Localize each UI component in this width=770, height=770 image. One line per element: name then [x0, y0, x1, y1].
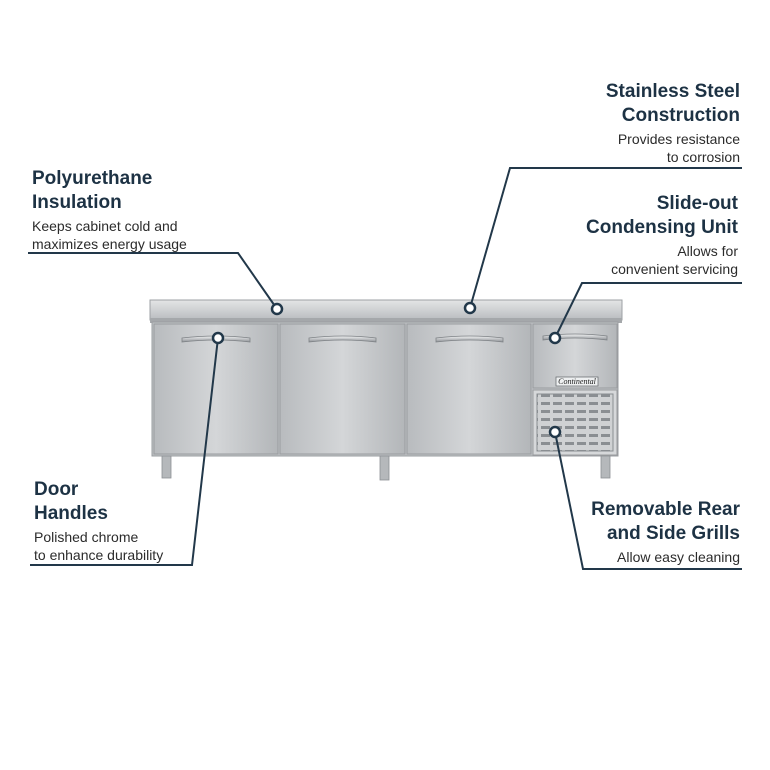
- callout-stainless-steel: Stainless Steel Construction Provides re…: [480, 80, 740, 166]
- callout-polyurethane-title-line-1: Polyurethane: [32, 168, 153, 189]
- callout-removable-grills: Removable Rear and Side Grills Allow eas…: [500, 498, 740, 566]
- callout-slideout-title: Slide-out Condensing Unit: [498, 192, 738, 240]
- callout-polyurethane-desc: Keeps cabinet cold and maximizes energy …: [32, 217, 272, 253]
- callout-door-desc-line-1: Polished chrome: [34, 529, 139, 545]
- callout-grills-title-line-1: Removable Rear: [591, 499, 740, 520]
- callout-door-title: Door Handles: [34, 478, 254, 526]
- callout-slideout-desc-line-1: Allows for: [677, 243, 738, 259]
- callout-polyurethane-insulation: Polyurethane Insulation Keeps cabinet co…: [32, 167, 272, 253]
- callout-grills-title-line-2: and Side Grills: [606, 523, 740, 544]
- callout-grills-title: Removable Rear and Side Grills: [500, 498, 740, 546]
- leader-dot-polyurethane-icon: [270, 302, 284, 316]
- leader-dot-stainless-icon: [463, 301, 477, 315]
- callout-stainless-desc: Provides resistance to corrosion: [480, 130, 740, 166]
- countertop: [149, 299, 623, 323]
- callout-slideout-desc-line-2: convenient servicing: [611, 261, 738, 277]
- front-grill: [536, 393, 614, 452]
- callout-door-title-line-2: Handles: [34, 503, 108, 524]
- callout-door-handles: Door Handles Polished chrome to enhance …: [34, 478, 254, 564]
- callout-stainless-desc-line-1: Provides resistance: [617, 131, 740, 147]
- callout-door-desc: Polished chrome to enhance durability: [34, 528, 254, 564]
- callout-door-desc-line-2: to enhance durability: [34, 547, 164, 563]
- leader-line-grills: [554, 431, 742, 570]
- callout-stainless-desc-line-2: to corrosion: [666, 149, 740, 165]
- leader-dot-grills-icon: [548, 425, 562, 439]
- door-3: [406, 323, 532, 455]
- callout-polyurethane-desc-line-2: maximizes energy usage: [32, 236, 187, 252]
- leader-line-slideout: [554, 282, 742, 339]
- door-1: [153, 323, 279, 455]
- callout-slideout-title-line-1: Slide-out: [656, 193, 738, 214]
- leader-line-stainless: [469, 167, 742, 309]
- callout-stainless-title-line-2: Construction: [621, 105, 740, 126]
- brand-plate: [555, 376, 599, 387]
- callout-polyurethane-desc-line-1: Keeps cabinet cold and: [32, 218, 178, 234]
- callout-stainless-title-line-1: Stainless Steel: [605, 81, 740, 102]
- callout-grills-desc: Allow easy cleaning: [500, 548, 740, 566]
- leader-dot-slideout-icon: [548, 331, 562, 345]
- door-2: [279, 323, 406, 455]
- callout-stainless-title: Stainless Steel Construction: [480, 80, 740, 128]
- callout-slideout-desc: Allows for convenient servicing: [498, 242, 738, 278]
- leader-line-door: [30, 337, 219, 566]
- leader-line-polyurethane: [28, 252, 278, 310]
- brand-plate-text: Continental: [558, 377, 597, 386]
- callout-grills-desc-line-1: Allow easy cleaning: [617, 549, 740, 565]
- leader-dot-door-icon: [211, 331, 225, 345]
- condensing-unit: Continental: [532, 323, 618, 456]
- door-handle-3: [435, 335, 504, 343]
- callout-door-title-line-1: Door: [34, 479, 79, 500]
- callout-polyurethane-title-line-2: Insulation: [32, 192, 122, 213]
- callout-slideout-title-line-2: Condensing Unit: [586, 217, 738, 238]
- callout-slideout-condensing-unit: Slide-out Condensing Unit Allows for con…: [498, 192, 738, 278]
- door-handle-2: [308, 335, 377, 343]
- legs: [161, 455, 611, 481]
- callout-polyurethane-title: Polyurethane Insulation: [32, 167, 272, 215]
